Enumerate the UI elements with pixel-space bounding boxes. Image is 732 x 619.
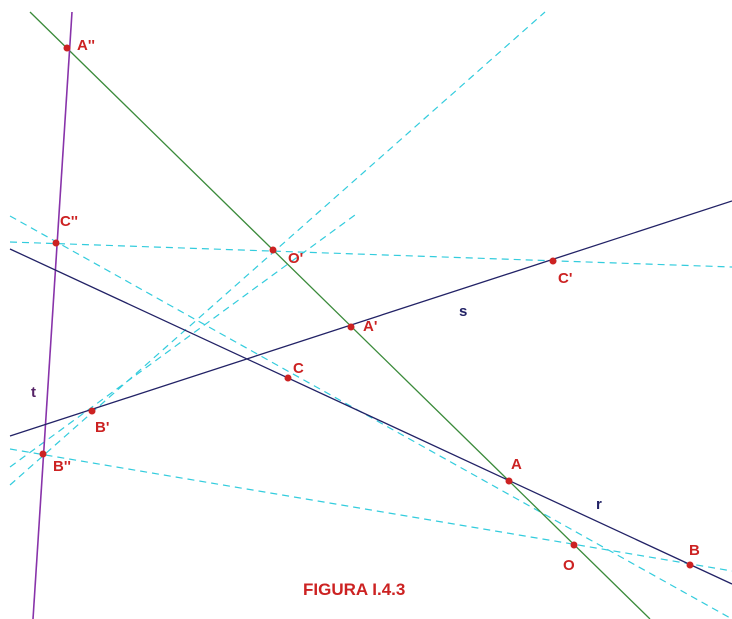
line-r bbox=[9, 248, 732, 585]
dashed-line-c2-o bbox=[9, 215, 732, 619]
point-b2 bbox=[39, 450, 47, 458]
construction-lines bbox=[9, 11, 732, 619]
label-o: O bbox=[563, 557, 575, 574]
green-line bbox=[29, 11, 651, 619]
label-a1: A' bbox=[363, 318, 377, 335]
point-a bbox=[505, 477, 513, 485]
label-b1: B' bbox=[95, 419, 109, 436]
point-o1 bbox=[269, 246, 277, 254]
label-o1: O' bbox=[288, 250, 303, 267]
label-c1: C' bbox=[558, 270, 572, 287]
point-b bbox=[686, 561, 694, 569]
point-a2 bbox=[63, 44, 71, 52]
label-a: A bbox=[511, 456, 522, 473]
dashed-line-c2-c1 bbox=[9, 241, 732, 268]
dashed-line-b2-b bbox=[9, 448, 732, 572]
dashed-line-b1-o1 bbox=[9, 11, 546, 486]
label-c2: C'' bbox=[60, 213, 78, 230]
label-a2: A'' bbox=[77, 37, 95, 54]
line-t bbox=[32, 11, 73, 619]
label-b2: B'' bbox=[53, 458, 71, 475]
line-s bbox=[9, 200, 732, 437]
point-c bbox=[284, 374, 292, 382]
point-a1 bbox=[347, 323, 355, 331]
label-line-s: s bbox=[459, 303, 467, 320]
points bbox=[39, 44, 694, 569]
label-c: C bbox=[293, 360, 304, 377]
label-line-r: r bbox=[596, 496, 602, 513]
label-b: B bbox=[689, 542, 700, 559]
point-b1 bbox=[88, 407, 96, 415]
label-line-t: t bbox=[31, 384, 36, 401]
point-c2 bbox=[52, 239, 60, 247]
point-c1 bbox=[549, 257, 557, 265]
figure-caption: FIGURA I.4.3 bbox=[303, 580, 405, 599]
point-o bbox=[570, 541, 578, 549]
